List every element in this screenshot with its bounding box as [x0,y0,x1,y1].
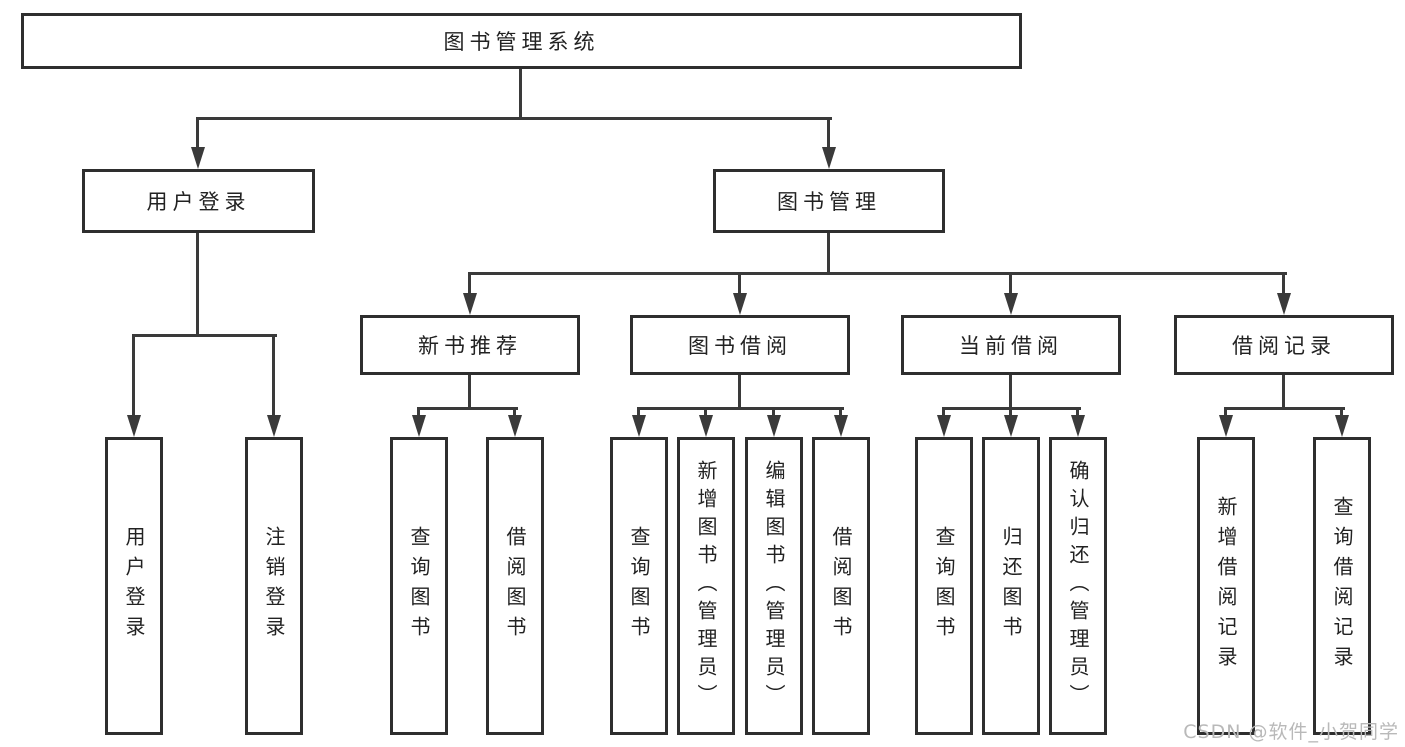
node-leaf-cb-return-book: 归还图书 [982,437,1040,735]
connector-borrow-record-split [1224,407,1345,410]
arrow-down-icon [834,415,848,437]
connector-to-leaf-user-login [132,334,135,417]
node-label: 查询图书 [627,526,651,646]
connector-to-rec-query [417,407,420,419]
node-label: 查询借阅记录 [1330,496,1354,676]
node-label: 查询图书 [407,526,431,646]
connector-root-split [196,117,832,120]
node-leaf-rec-query-book: 查询图书 [390,437,448,735]
node-book-borrow: 图书借阅 [630,315,850,375]
connector-to-cb-confirm [1076,407,1079,419]
node-label: 新书推荐 [418,334,522,358]
node-label: 用户登录 [146,190,251,214]
connector-to-rec-borrow [513,407,516,419]
node-new-book-recommend: 新书推荐 [360,315,580,375]
node-label: 确认归还（管理员） [1066,460,1090,712]
arrow-down-icon [1004,293,1018,315]
arrow-down-icon [412,415,426,437]
arrow-down-icon [1004,415,1018,437]
node-label: 新增借阅记录 [1214,496,1238,676]
arrow-down-icon [1071,415,1085,437]
arrow-down-icon [463,293,477,315]
arrow-down-icon [127,415,141,437]
node-leaf-logout: 注销登录 [245,437,303,735]
node-leaf-bb-query-book: 查询图书 [610,437,668,735]
connector-to-br-add [1224,407,1227,419]
node-current-borrow: 当前借阅 [901,315,1121,375]
connector-to-bb-add [704,407,707,419]
node-book-management: 图书管理 [713,169,945,233]
node-leaf-cb-query-book: 查询图书 [915,437,973,735]
node-label: 借阅图书 [829,526,853,646]
connector-to-br-query [1340,407,1343,419]
connector-to-bb-edit [772,407,775,419]
node-label: 查询图书 [932,526,956,646]
connector-to-borrow-record [1282,272,1285,297]
node-leaf-bb-edit-book: 编辑图书（管理员） [745,437,803,735]
node-leaf-bb-add-book: 新增图书（管理员） [677,437,735,735]
node-label: 图书管理 [777,190,881,214]
node-label: 图书借阅 [688,334,792,358]
node-root: 图书管理系统 [21,13,1022,69]
connector-to-user-login [196,117,199,150]
connector-to-bb-borrow [839,407,842,419]
connector-book-borrow-split [637,407,844,410]
arrow-down-icon [822,147,836,169]
arrow-down-icon [267,415,281,437]
node-label: 当前借阅 [959,334,1063,358]
arrow-down-icon [632,415,646,437]
node-label: 图书管理系统 [443,30,600,54]
connector-to-cb-query [942,407,945,419]
arrow-down-icon [1277,293,1291,315]
node-label: 归还图书 [999,526,1023,646]
connector-user-login-split [132,334,277,337]
node-leaf-br-add-record: 新增借阅记录 [1197,437,1255,735]
csdn-watermark: CSDN @软件_小贺同学 [1183,721,1399,743]
arrow-down-icon [767,415,781,437]
node-leaf-cb-confirm-return: 确认归还（管理员） [1049,437,1107,735]
node-leaf-user-login: 用户登录 [105,437,163,735]
node-leaf-br-query-record: 查询借阅记录 [1313,437,1371,735]
arrow-down-icon [699,415,713,437]
connector-to-leaf-logout [272,334,275,417]
node-label: 注销登录 [262,526,286,646]
arrow-down-icon [937,415,951,437]
connector-to-cb-return [1009,407,1012,419]
connector-book-mgmt-stem [827,233,830,274]
arrow-down-icon [1335,415,1349,437]
connector-book-borrow-stem [738,375,741,409]
arrow-down-icon [1219,415,1233,437]
connector-new-book-rec-split [417,407,518,410]
arrow-down-icon [508,415,522,437]
node-leaf-bb-borrow-book: 借阅图书 [812,437,870,735]
connector-new-book-rec-stem [468,375,471,409]
node-label: 新增图书（管理员） [694,460,718,712]
connector-book-mgmt-split [468,272,1287,275]
connector-current-borrow-stem [1009,375,1012,409]
connector-root-stem [519,69,522,119]
node-label: 用户登录 [122,526,146,646]
connector-to-book-borrow [738,272,741,297]
connector-borrow-record-stem [1282,375,1285,409]
connector-to-new-book-rec [468,272,471,297]
node-borrow-record: 借阅记录 [1174,315,1394,375]
connector-user-login-stem [196,233,199,336]
node-user-login: 用户登录 [82,169,315,233]
node-label: 借阅图书 [503,526,527,646]
node-label: 借阅记录 [1232,334,1336,358]
connector-to-book-mgmt [827,117,830,150]
connector-to-bb-query [637,407,640,419]
arrow-down-icon [191,147,205,169]
arrow-down-icon [733,293,747,315]
connector-to-current-borrow [1009,272,1012,297]
node-leaf-rec-borrow-book: 借阅图书 [486,437,544,735]
node-label: 编辑图书（管理员） [762,460,786,712]
